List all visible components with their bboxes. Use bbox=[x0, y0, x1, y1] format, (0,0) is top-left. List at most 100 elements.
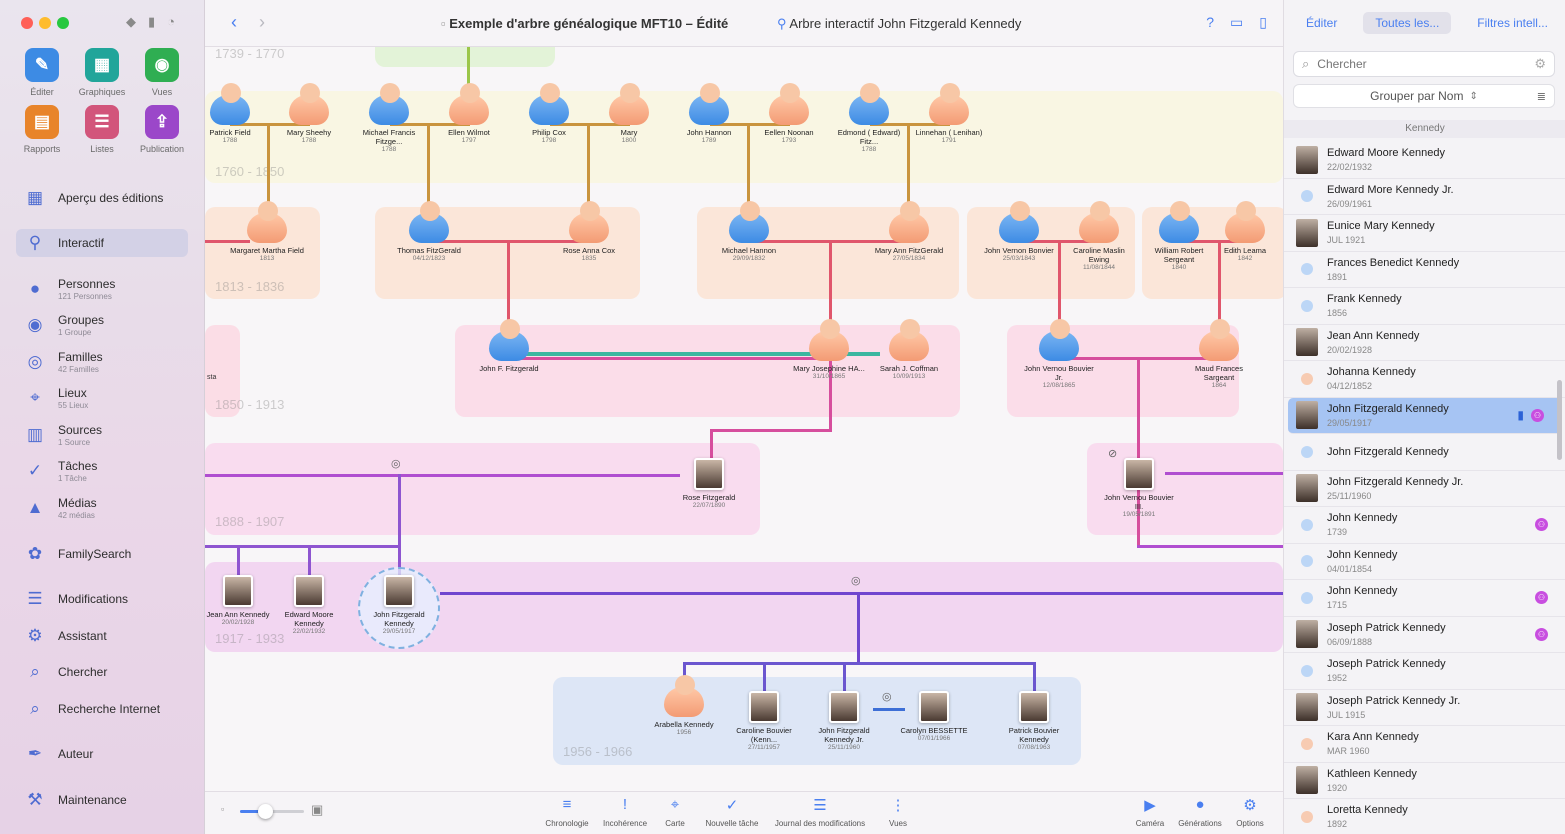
search-settings-icon[interactable]: ⚙ bbox=[1534, 56, 1546, 71]
person-card[interactable]: Michael Francis Fitzge...1788 bbox=[352, 83, 426, 153]
scrollbar[interactable] bbox=[1557, 380, 1562, 460]
person-card[interactable]: Mary Josephine HA...31/10/1865 bbox=[792, 319, 866, 380]
sidebar-item-search[interactable]: ⌕Chercher bbox=[16, 658, 188, 686]
help-icon[interactable]: ? bbox=[1206, 14, 1215, 30]
sidebar-toggle-icon[interactable]: ▯ bbox=[1259, 14, 1267, 30]
zoom-slider[interactable] bbox=[240, 804, 304, 819]
warning-button[interactable]: !Incohérence bbox=[595, 796, 655, 828]
map-button[interactable]: ⌖Carte bbox=[645, 796, 705, 828]
person-card[interactable]: Caroline Bouvier (Kenn...27/11/1957 bbox=[727, 691, 801, 751]
marriage-ring-icon[interactable]: ◎ bbox=[851, 575, 861, 587]
sort-icon[interactable]: ≣ bbox=[1536, 90, 1546, 103]
person-card[interactable]: Edmond ( Edward) Fitz...1788 bbox=[832, 83, 906, 153]
divorce-icon[interactable]: ⊘ bbox=[1108, 448, 1118, 460]
tool-rapports-button[interactable]: ▤Rapports bbox=[12, 105, 72, 154]
forward-arrow-icon[interactable]: › bbox=[259, 12, 265, 32]
camera-button[interactable]: ▶Caméra bbox=[1120, 796, 1180, 828]
sidebar-item-author[interactable]: ✒Auteur bbox=[16, 740, 188, 768]
tab-smart-filters[interactable]: Filtres intell... bbox=[1477, 16, 1548, 30]
interactive-tree-canvas[interactable]: 1739 - 1770 1760 - 1850 1813 - 1836 1850… bbox=[205, 47, 1283, 791]
tool-publication-button[interactable]: ⇪Publication bbox=[132, 105, 192, 154]
sidebar-item-changes-list[interactable]: ☰Modifications bbox=[16, 585, 188, 613]
zoom-window-button[interactable] bbox=[57, 17, 69, 29]
list-item[interactable]: John Fitzgerald Kennedy Jr.25/11/1960 bbox=[1284, 471, 1565, 507]
sidebar-item-familysearch[interactable]: ✿FamilySearch bbox=[16, 540, 188, 568]
sidebar-item-grid[interactable]: ▦Aperçu des éditions bbox=[16, 184, 188, 212]
tab-all[interactable]: Toutes les... bbox=[1363, 12, 1452, 34]
bookmark-icon[interactable]: ▮ bbox=[148, 14, 156, 29]
tool-vues-button[interactable]: ◉Vues bbox=[132, 48, 192, 97]
bookmark-icon[interactable]: ▮ bbox=[1517, 408, 1524, 423]
generations-button[interactable]: ●Générations bbox=[1170, 796, 1230, 828]
list-item[interactable]: John Fitzgerald Kennedy bbox=[1284, 434, 1565, 471]
tool-graphiques-button[interactable]: ▦Graphiques bbox=[72, 48, 132, 97]
tool-diter-button[interactable]: ✎Éditer bbox=[12, 48, 72, 97]
search-input[interactable] bbox=[1317, 57, 1535, 71]
marriage-ring-icon[interactable]: ◎ bbox=[391, 458, 401, 470]
list-item[interactable]: Edward More Kennedy Jr.26/09/1961 bbox=[1284, 179, 1565, 215]
zoom-in-icon[interactable]: ▣ bbox=[311, 802, 324, 817]
minimize-window-button[interactable] bbox=[39, 17, 51, 29]
sidebar-item-assistant[interactable]: ⚙Assistant bbox=[16, 622, 188, 650]
back-arrow-icon[interactable]: ‹ bbox=[231, 12, 237, 32]
tool-listes-button[interactable]: ☰Listes bbox=[72, 105, 132, 154]
person-card[interactable]: John Vernou Bouvier III.19/05/1891 bbox=[1102, 458, 1176, 518]
tab-edit[interactable]: Éditer bbox=[1306, 16, 1338, 30]
person-card[interactable]: Linnehan ( Lenihan)1791 bbox=[912, 83, 986, 144]
list-item[interactable]: Joseph Patrick Kennedy Jr.JUL 1915 bbox=[1284, 690, 1565, 726]
group-by-select[interactable]: Grouper par Nom ⇕ ≣ bbox=[1293, 84, 1555, 108]
sidebar-item-web-search[interactable]: ⌕Recherche Internet bbox=[16, 695, 188, 723]
gear-button[interactable]: ⚙Options bbox=[1220, 796, 1280, 828]
window-icon[interactable]: ▭ bbox=[1230, 14, 1244, 30]
new-task-button[interactable]: ✓Nouvelle tâche bbox=[702, 796, 762, 828]
person-card[interactable]: John Vernou Bouvier Jr.12/08/1865 bbox=[1022, 319, 1096, 389]
timeline-button[interactable]: ≡Chronologie bbox=[537, 796, 597, 828]
search-field[interactable]: ⌕ ⚙ bbox=[1293, 51, 1555, 77]
marriage-ring-icon[interactable]: ◎ bbox=[882, 691, 892, 703]
zoom-out-icon[interactable]: ▫ bbox=[221, 804, 225, 814]
